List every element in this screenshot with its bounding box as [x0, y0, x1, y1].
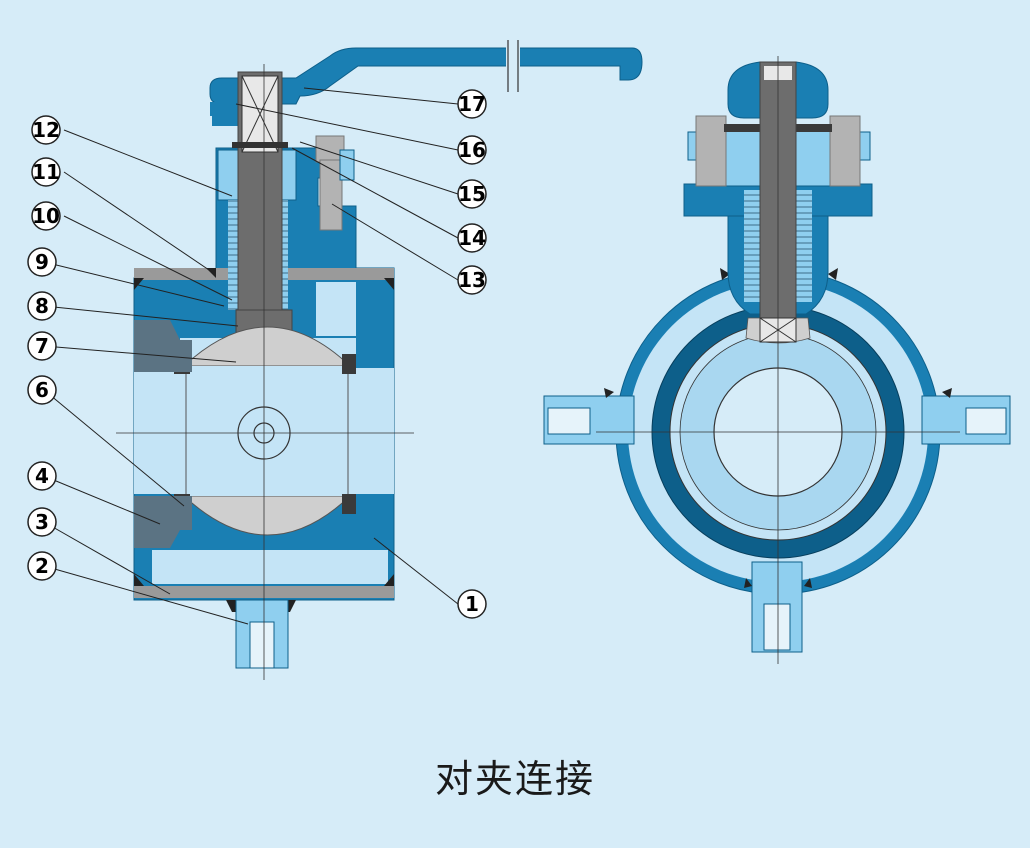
part-balloons: 17 16 15 14 13 12 11 10 9 8 7 6 4 3 2 1 [27, 89, 487, 619]
balloon-12-label: 12 [32, 118, 60, 142]
balloon-17: 17 [457, 89, 487, 119]
weld-beads [134, 268, 394, 586]
balloon-10: 10 [31, 201, 61, 231]
balloon-13: 13 [457, 265, 487, 295]
drain-pipe [226, 599, 296, 669]
balloon-14-label: 14 [458, 226, 486, 250]
balloon-14: 14 [457, 223, 487, 253]
balloon-15: 15 [457, 179, 487, 209]
handle [209, 40, 643, 126]
ball [182, 326, 352, 536]
balloon-11: 11 [31, 157, 61, 187]
balloon-3-label: 3 [35, 510, 49, 534]
balloon-10-label: 10 [32, 204, 60, 228]
leader-lines [43, 87, 459, 625]
balloon-16-label: 16 [458, 138, 486, 162]
side-insert [134, 320, 192, 548]
end-view [543, 56, 1011, 664]
balloon-4: 4 [27, 461, 57, 491]
balloon-2: 2 [27, 551, 57, 581]
balloon-15-label: 15 [458, 182, 486, 206]
section-view [116, 40, 643, 680]
balloon-3: 3 [27, 507, 57, 537]
balloon-8: 8 [27, 291, 57, 321]
balloon-1: 1 [457, 589, 487, 619]
diagram-caption: 对夹连接 [434, 757, 595, 801]
balloon-8-label: 8 [35, 294, 49, 318]
balloon-16: 16 [457, 135, 487, 165]
balloon-1-label: 1 [465, 592, 479, 616]
balloon-13-label: 13 [458, 268, 486, 292]
center-lines [116, 64, 414, 680]
balloon-11-label: 11 [32, 160, 60, 184]
balloon-4-label: 4 [35, 464, 49, 488]
balloon-7: 7 [27, 331, 57, 361]
balloon-6-label: 6 [35, 378, 49, 402]
balloon-12: 12 [31, 115, 61, 145]
balloon-7-label: 7 [35, 334, 49, 358]
balloon-9: 9 [27, 247, 57, 277]
balloon-17-label: 17 [458, 92, 486, 116]
balloon-6: 6 [27, 375, 57, 405]
balloon-9-label: 9 [35, 250, 49, 274]
balloon-2-label: 2 [35, 554, 49, 578]
